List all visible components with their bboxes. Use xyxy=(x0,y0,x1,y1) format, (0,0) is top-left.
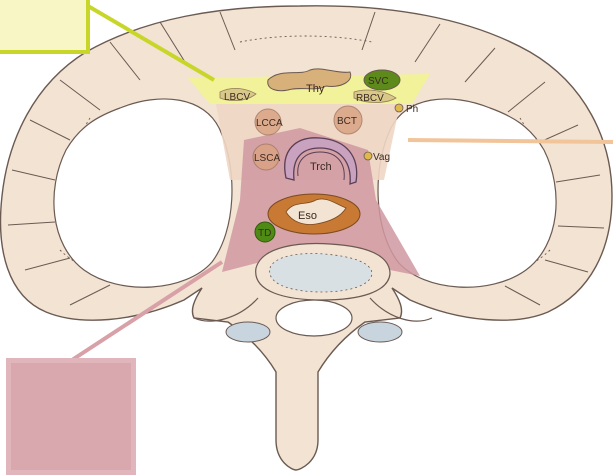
td-label: TD xyxy=(258,228,271,239)
superior-callout-box xyxy=(0,0,90,54)
lsca-label: LSCA xyxy=(254,153,280,164)
bct-label: BCT xyxy=(337,116,357,127)
orange-callout-leader xyxy=(408,140,613,142)
vagus-nerve-dot xyxy=(364,152,372,160)
ph-label: Ph xyxy=(406,104,418,115)
vag-label: Vag xyxy=(373,152,390,163)
lbcv-label: LBCV xyxy=(224,92,250,103)
rbcv-label: RBCV xyxy=(356,93,384,104)
spinal-canal xyxy=(276,300,352,336)
lcca-label: LCCA xyxy=(256,118,283,129)
eso-label: Eso xyxy=(298,210,317,222)
right-facet xyxy=(358,322,402,342)
phrenic-nerve-dot xyxy=(395,104,403,112)
svc-label: SVC xyxy=(368,76,389,87)
thy-label: Thy xyxy=(306,83,325,95)
trch-label: Trch xyxy=(310,161,332,173)
left-facet xyxy=(226,322,270,342)
posterior-callout-box xyxy=(6,358,136,475)
